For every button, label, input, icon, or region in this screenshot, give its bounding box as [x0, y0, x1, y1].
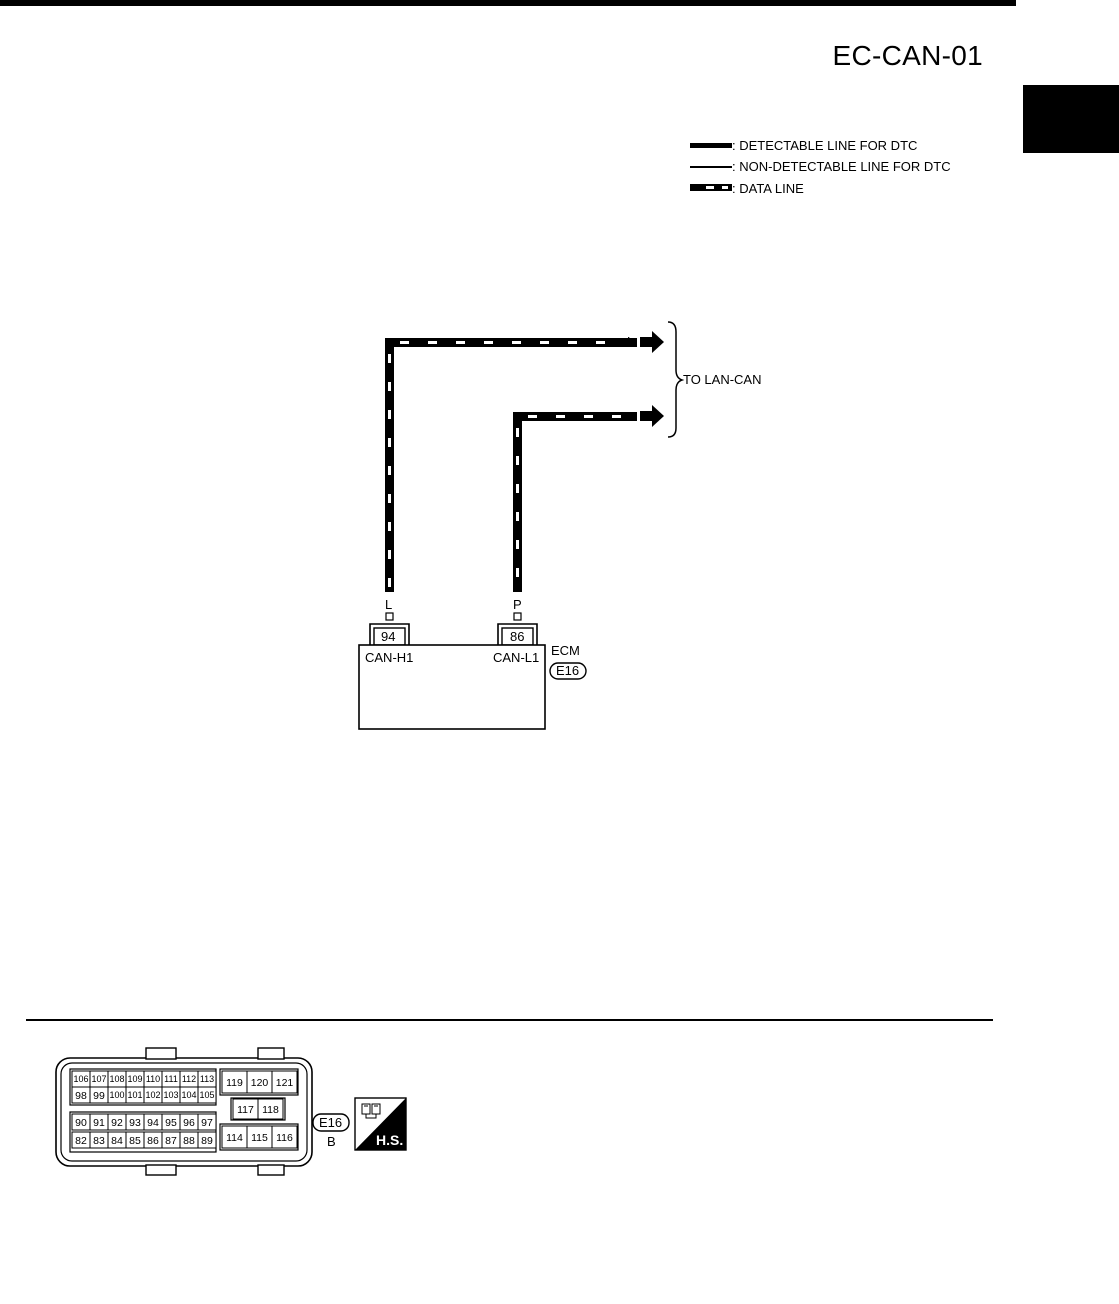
cavity-label: 110	[146, 1074, 160, 1084]
cavity-label: 87	[165, 1135, 177, 1147]
can-l-wire	[513, 405, 664, 592]
face-connector-oval	[312, 1113, 350, 1132]
cavity-121	[271, 1070, 298, 1094]
legend-data-line-label: : DATA LINE	[732, 181, 804, 196]
destination-label: TO LAN-CAN	[683, 372, 762, 387]
cavity-label: 107	[91, 1074, 106, 1084]
ecm-connector-id: E16	[556, 663, 580, 678]
cavity-label: 108	[109, 1074, 124, 1084]
cavity-label: 100	[109, 1090, 124, 1100]
cavity-label: 116	[276, 1132, 293, 1144]
cavity-label: 84	[111, 1135, 123, 1147]
cavity-label: 95	[165, 1117, 177, 1129]
destination-brace	[667, 321, 685, 438]
cavity-label: 94	[147, 1117, 159, 1129]
cavity-label: 104	[181, 1090, 196, 1100]
ecm-name: ECM	[551, 643, 580, 658]
cavity-label: 106	[73, 1074, 88, 1084]
cavity-105	[197, 1086, 217, 1104]
cavity-label: 109	[127, 1074, 142, 1084]
cavity-label: 91	[93, 1117, 105, 1129]
legend: : DETECTABLE LINE FOR DTC : NON-DETECTAB…	[688, 136, 988, 200]
cavity-label: 119	[226, 1077, 243, 1089]
cavity-label: 114	[226, 1132, 243, 1144]
legend-detectable-swatch	[690, 143, 732, 148]
cavity-label: 98	[75, 1090, 87, 1102]
cavity-label: 115	[251, 1132, 268, 1144]
face-color-code: B	[327, 1134, 336, 1149]
cavity-label: 88	[183, 1135, 195, 1147]
cavity-label: 90	[75, 1117, 87, 1129]
harness-side-icon	[354, 1097, 407, 1151]
cavity-label: 97	[201, 1117, 213, 1129]
section-tab	[1023, 85, 1119, 153]
cavity-label: 113	[200, 1074, 214, 1084]
cavity-label: 92	[111, 1117, 123, 1129]
cavity-label: 99	[93, 1090, 105, 1102]
cavity-label: 112	[182, 1074, 196, 1084]
cavity-label: 121	[276, 1077, 294, 1089]
cavity-label: 85	[129, 1135, 141, 1147]
ecm-pin-94-number: 94	[381, 629, 396, 644]
cavity-label: 96	[183, 1117, 195, 1129]
ecm-pin-86-number: 86	[510, 629, 525, 644]
face-connector-id: E16	[319, 1115, 343, 1130]
legend-non-detectable-label: : NON-DETECTABLE LINE FOR DTC	[732, 159, 951, 174]
cavity-label: 111	[164, 1074, 178, 1084]
cavity-118	[257, 1098, 284, 1120]
cavity-label: 105	[199, 1090, 214, 1100]
ecm-pin-86-label: CAN-L1	[493, 650, 540, 665]
cavity-label: 103	[163, 1090, 178, 1100]
ecm-body	[358, 644, 546, 730]
upper-wire-color: L	[627, 334, 635, 349]
diagram-title: EC-CAN-01	[832, 40, 983, 71]
cavity-label: 120	[251, 1077, 269, 1089]
ecm-pin-94-label: CAN-H1	[365, 650, 414, 665]
cavity-label: 101	[127, 1090, 142, 1100]
cavity-label: 89	[201, 1135, 213, 1147]
lower-wire-color: P	[627, 409, 636, 424]
cavity-label: 117	[237, 1104, 254, 1116]
harness-side-label: H.S.	[376, 1132, 404, 1148]
legend-detectable-label: : DETECTABLE LINE FOR DTC	[732, 138, 918, 153]
cavity-label: 86	[147, 1135, 159, 1147]
right-wire-color-bottom: P	[513, 597, 522, 612]
cavity-label: 93	[129, 1117, 141, 1129]
ecm-connector-oval	[549, 662, 587, 680]
top-rule	[0, 0, 1016, 6]
left-wire-color-bottom: L	[385, 597, 393, 612]
cavity-label: 118	[262, 1104, 279, 1116]
legend-non-detectable-swatch	[690, 166, 732, 168]
cavity-label: 83	[93, 1135, 105, 1147]
legend-data-line-swatch	[690, 184, 732, 191]
cavity-label: 82	[75, 1135, 87, 1147]
cavity-97	[197, 1113, 217, 1131]
can-h-wire	[385, 331, 664, 592]
cavity-116	[271, 1125, 298, 1149]
cavity-89	[197, 1131, 217, 1149]
cavity-label: 102	[145, 1090, 160, 1100]
